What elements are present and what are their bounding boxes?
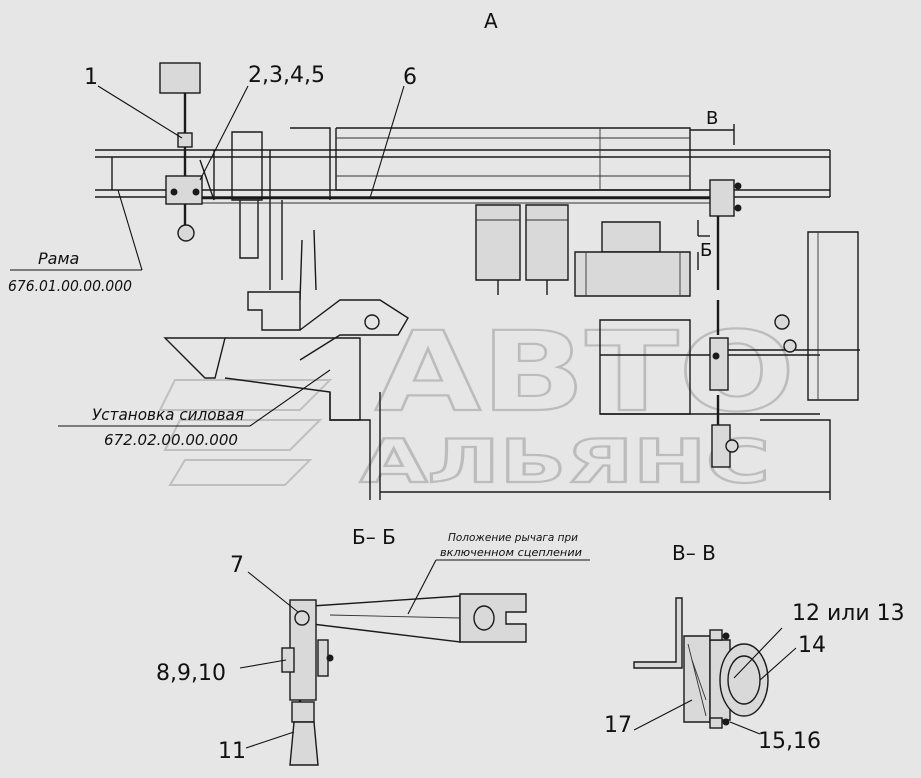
right-lever-chain xyxy=(709,179,797,468)
power-unit-code-label: 672.02.00.00.000 xyxy=(104,431,238,449)
callout-11: 11 xyxy=(218,739,246,764)
frame-name-label: Рама xyxy=(38,249,79,268)
lever-note-line-2: включенном сцеплении xyxy=(440,546,582,559)
callout-15-16: 15,16 xyxy=(758,729,821,754)
pedal-assembly xyxy=(159,62,215,242)
watermark-logo-icon xyxy=(158,379,333,486)
callout-6: 6 xyxy=(403,65,417,90)
callout-1: 1 xyxy=(84,65,98,90)
section-b-title: Б– Б xyxy=(352,525,396,549)
callout-2-3-4-5: 2,3,4,5 xyxy=(248,63,325,88)
cut-label-b: Б xyxy=(700,240,712,261)
callout-8-9-10: 8,9,10 xyxy=(156,661,226,686)
main-view: Б В А 1 2,3,4,5 6 Рама 676.01.00.00.000 … xyxy=(8,9,860,500)
callout-17: 17 xyxy=(604,713,632,738)
watermark-line-2: АЛЬЯНС xyxy=(360,427,770,497)
power-unit-name-label: Установка силовая xyxy=(92,405,244,424)
lever-note-line-1: Положение рычага при xyxy=(448,531,578,544)
callout-leaders-main xyxy=(10,85,405,427)
callout-12-or-13: 12 или 13 xyxy=(792,601,905,626)
cut-marker-v: В xyxy=(690,108,735,145)
watermark-line-1: АВТО xyxy=(375,308,795,436)
callout-7: 7 xyxy=(230,553,244,578)
callout-14: 14 xyxy=(798,633,826,658)
frame-code-label: 676.01.00.00.000 xyxy=(8,277,132,295)
section-b-view: Б– Б Положение рычага при включенном сце… xyxy=(156,525,590,766)
fuel-filters xyxy=(475,204,569,295)
section-v-view: В– В 12 или 13 14 17 15,16 xyxy=(604,541,905,754)
view-title-a: А xyxy=(484,9,498,33)
section-v-title: В– В xyxy=(672,541,716,565)
engine-block xyxy=(163,127,860,500)
cut-marker-b: Б xyxy=(697,220,712,270)
clutch-rod xyxy=(180,196,730,204)
cut-label-v: В xyxy=(706,108,718,129)
starter-motor xyxy=(574,221,691,297)
watermark: АВТО АЛЬЯНС xyxy=(158,307,796,498)
